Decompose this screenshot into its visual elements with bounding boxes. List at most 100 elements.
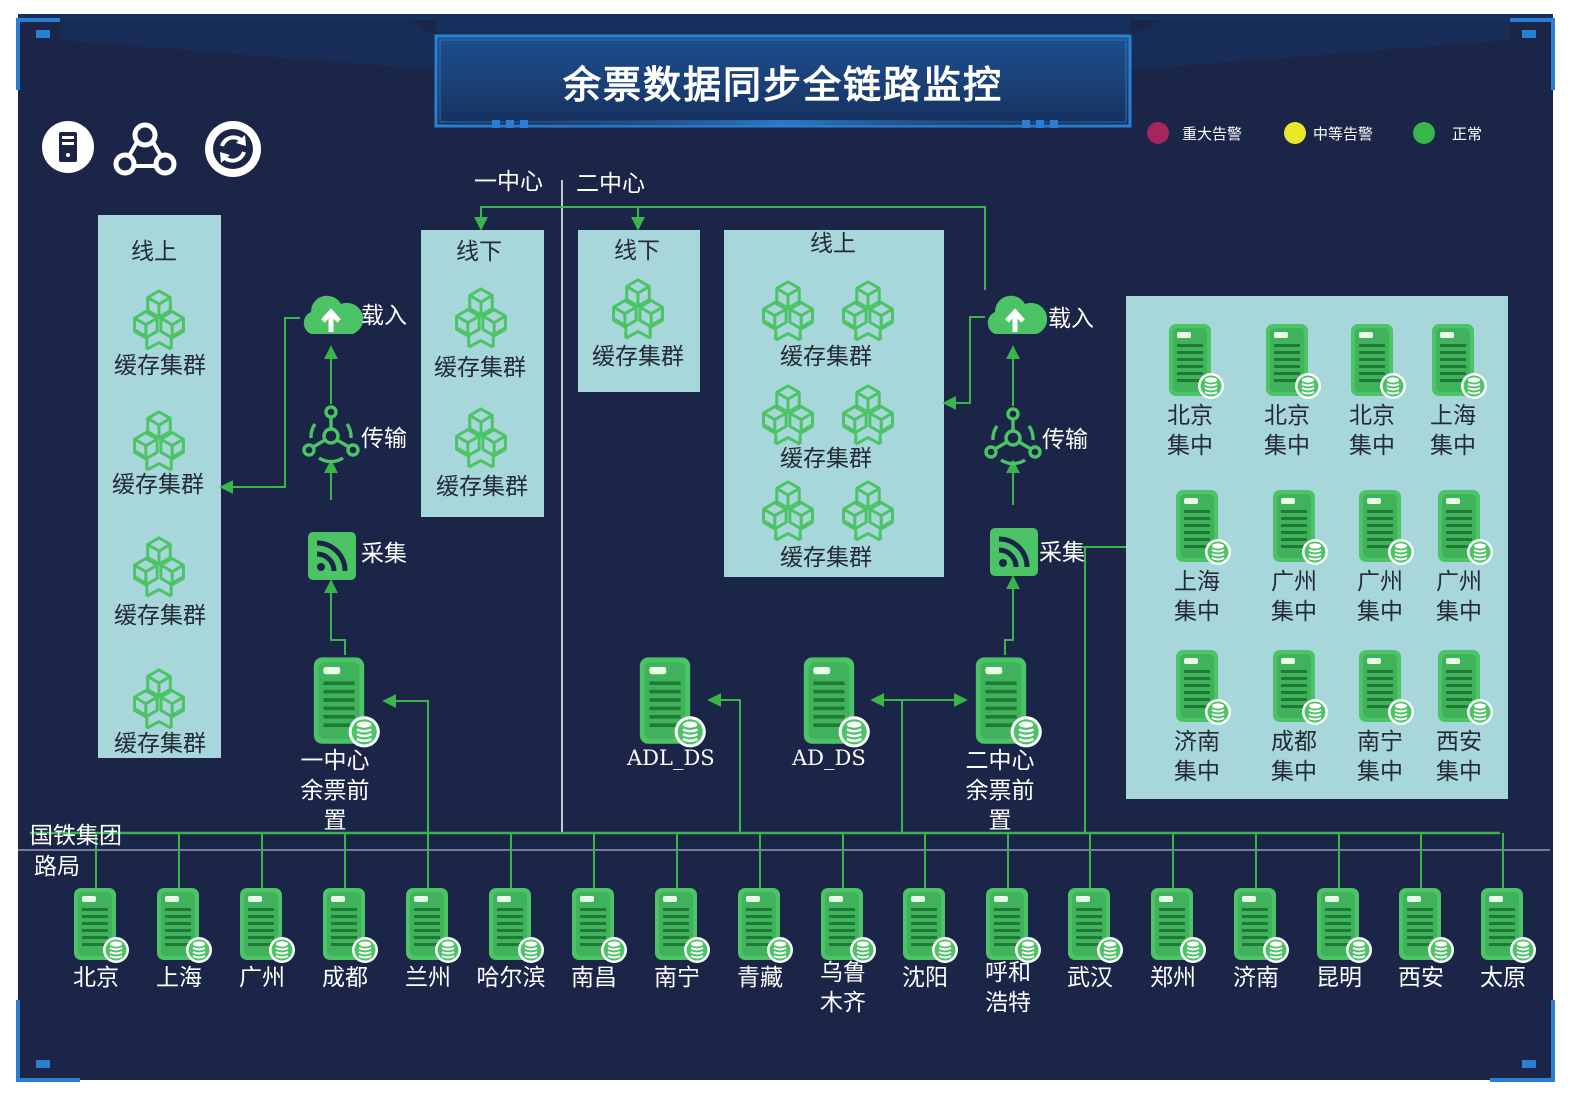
cache-cluster-icon xyxy=(133,668,185,730)
legend-dot-normal xyxy=(1413,122,1435,144)
cache-cluster-icon xyxy=(455,407,507,469)
cache-cluster-icon xyxy=(612,278,664,340)
center2-frontend-label: 二中心 余票前置 xyxy=(965,748,1035,834)
bureau-server-icon xyxy=(737,887,794,964)
center1-online-cluster-2: 缓存集群 xyxy=(112,472,204,498)
bureau-server-icon xyxy=(1398,887,1455,964)
cache-cluster-icon xyxy=(842,280,894,342)
legend-label-normal: 正常 xyxy=(1452,125,1483,143)
cloud-upload-icon xyxy=(304,296,363,334)
transmit-icon xyxy=(984,407,1042,466)
central-server-icon xyxy=(1272,649,1329,726)
central-server-label: 广州 集中 xyxy=(1436,569,1482,625)
center1-load-label: 载入 xyxy=(361,303,407,329)
center1-offline-panel xyxy=(421,230,544,517)
legend-dot-medium xyxy=(1284,122,1306,144)
center2-offline-title: 线下 xyxy=(614,238,660,264)
central-server-label: 济南 集中 xyxy=(1174,729,1220,785)
cache-cluster-icon xyxy=(133,410,185,472)
central-server-icon xyxy=(1358,489,1415,566)
center1-label: 一中心 xyxy=(474,169,543,195)
central-server-label: 上海 集中 xyxy=(1430,403,1476,459)
central-server-icon xyxy=(1431,323,1488,400)
bureau-server-icon xyxy=(322,887,379,964)
central-server-label: 广州 集中 xyxy=(1271,569,1317,625)
server-database-icon xyxy=(638,656,708,749)
bureau-server-icon xyxy=(1316,887,1373,964)
legend-dot-critical xyxy=(1147,122,1169,144)
ad-ds-label: AD_DS xyxy=(792,746,866,770)
center1-collect-label: 采集 xyxy=(361,541,407,567)
center2-transfer-label: 传输 xyxy=(1042,427,1088,453)
refresh-icon xyxy=(213,129,253,169)
legend-label-medium: 中等告警 xyxy=(1313,125,1374,143)
bureau-label: 南宁 xyxy=(654,965,700,991)
network-icon xyxy=(113,122,177,176)
bureau-server-icon xyxy=(654,887,711,964)
bureau-server-icon xyxy=(1067,887,1124,964)
bureau-label: 呼和 浩特 xyxy=(985,960,1031,1016)
cache-cluster-icon xyxy=(455,287,507,349)
central-server-label: 成都 集中 xyxy=(1271,729,1317,785)
bureau-label: 昆明 xyxy=(1316,965,1362,991)
bureau-label: 郑州 xyxy=(1150,965,1196,991)
center2-offline-cluster-1: 缓存集群 xyxy=(592,344,684,370)
bureau-server-icon xyxy=(1150,887,1207,964)
center1-online-cluster-4: 缓存集群 xyxy=(114,731,206,757)
central-server-label: 广州 集中 xyxy=(1357,569,1403,625)
central-server-label: 北京 集中 xyxy=(1264,403,1310,459)
bureau-server-icon xyxy=(1233,887,1290,964)
central-server-icon xyxy=(1175,489,1232,566)
center1-frontend-label: 一中心 余票前置 xyxy=(300,748,370,834)
center2-online-panel xyxy=(724,230,944,577)
center2-online-cluster-3: 缓存集群 xyxy=(780,545,872,571)
bureau-server-icon xyxy=(405,887,462,964)
server-database-icon xyxy=(974,656,1044,749)
cache-cluster-icon xyxy=(842,384,894,446)
center1-online-cluster-1: 缓存集群 xyxy=(114,353,206,379)
cache-cluster-icon xyxy=(762,280,814,342)
bureau-server-icon xyxy=(156,887,213,964)
central-server-icon xyxy=(1350,323,1407,400)
bureau-label: 青藏 xyxy=(737,965,783,991)
center2-online-cluster-2: 缓存集群 xyxy=(780,446,872,472)
rss-collect-icon xyxy=(308,532,356,580)
bureau-label: 兰州 xyxy=(405,965,451,991)
center1-online-title: 线上 xyxy=(131,239,177,265)
bureau-label: 成都 xyxy=(322,965,368,991)
bureau-server-icon xyxy=(820,887,877,964)
cache-cluster-icon xyxy=(762,480,814,542)
network-button[interactable] xyxy=(113,120,177,176)
bureau-label: 上海 xyxy=(156,965,202,991)
central-server-icon xyxy=(1168,323,1225,400)
central-server-icon xyxy=(1437,489,1494,566)
bureau-server-icon xyxy=(571,887,628,964)
bureau-label: 太原 xyxy=(1480,965,1526,991)
bureau-server-icon xyxy=(488,887,545,964)
bureau-label: 武汉 xyxy=(1067,965,1113,991)
bureau-label: 路局 xyxy=(34,854,80,880)
cache-cluster-icon xyxy=(842,480,894,542)
server-button[interactable] xyxy=(42,121,94,173)
bureau-label: 南昌 xyxy=(571,965,617,991)
cache-cluster-icon xyxy=(133,289,185,351)
central-server-icon xyxy=(1358,649,1415,726)
bureau-server-icon xyxy=(73,887,130,964)
transmit-icon xyxy=(302,405,360,464)
cloud-upload-icon xyxy=(988,296,1047,334)
bureau-server-icon xyxy=(1480,887,1537,964)
rss-collect-icon xyxy=(990,528,1038,576)
refresh-button[interactable] xyxy=(205,121,261,177)
center2-label: 二中心 xyxy=(576,171,645,197)
server-icon xyxy=(59,132,77,162)
central-server-icon xyxy=(1437,649,1494,726)
central-server-label: 西安 集中 xyxy=(1436,729,1482,785)
central-server-label: 北京 集中 xyxy=(1167,403,1213,459)
central-server-icon xyxy=(1272,489,1329,566)
bureau-label: 广州 xyxy=(239,965,285,991)
center1-offline-title: 线下 xyxy=(456,239,502,265)
center1-offline-cluster-1: 缓存集群 xyxy=(434,355,526,381)
bureau-label: 北京 xyxy=(73,965,119,991)
